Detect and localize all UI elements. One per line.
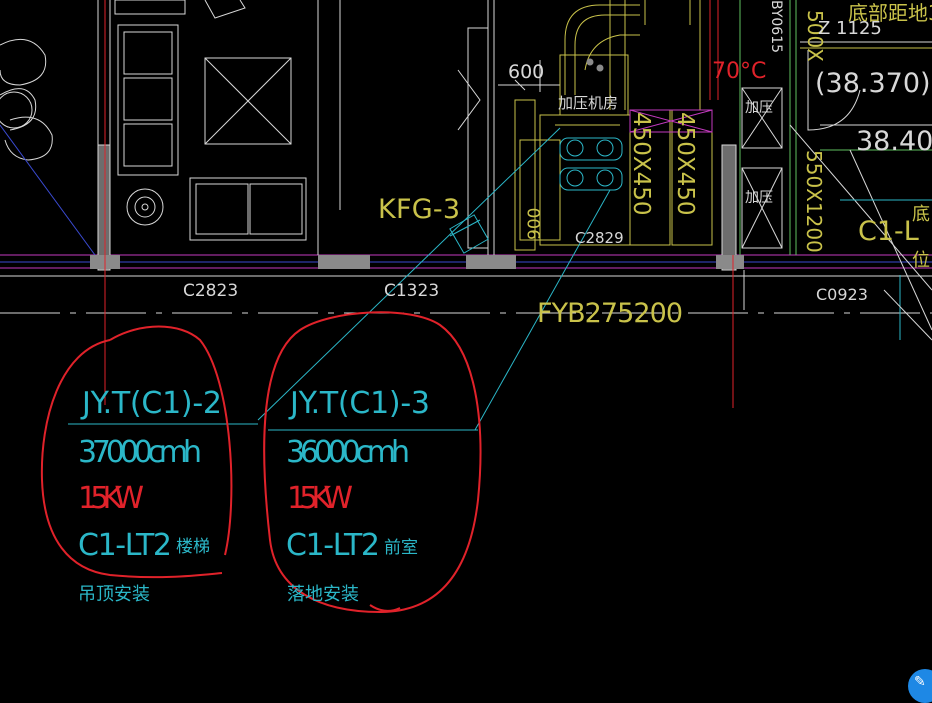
label-d900: 900 [525, 208, 545, 240]
label-c0923: C0923 [816, 285, 868, 304]
label-c2823: C2823 [183, 281, 238, 301]
label-c1-frag2: 位 [912, 250, 930, 271]
tag-left-install: 吊顶安装 [78, 584, 150, 605]
equipment-tag-left: JY.T(C1)-2 37000cmh 15KW C1-LT2 楼梯 吊顶安装 [78, 386, 222, 605]
tag-left-id: JY.T(C1)-2 [80, 386, 222, 421]
drawing-text: KFG-3 C2823 C1323 C0923 C2829 FYB275200 … [183, 0, 932, 329]
label-lvl2: 38.400 [856, 126, 932, 157]
label-dim450a: 450X450 [628, 112, 654, 216]
label-c2829: C2829 [575, 229, 624, 247]
tag-left-location: C1-LT2 [78, 528, 172, 563]
label-dim550: 550X1200 [802, 150, 826, 253]
tag-right-id: JY.T(C1)-3 [288, 386, 430, 421]
tag-right-location: C1-LT2 [286, 528, 380, 563]
label-70c: 70°C [712, 59, 766, 84]
floor-plan [0, 0, 932, 431]
label-kfg3: KFG-3 [378, 194, 460, 225]
markup-circle-right [263, 311, 482, 614]
label-c1323: C1323 [384, 281, 439, 301]
label-top-right: 底部距地300 [848, 1, 932, 25]
tag-right-location-suffix: 前室 [384, 538, 418, 558]
floating-action-button[interactable]: ✎ [908, 669, 932, 703]
markup-circles [40, 311, 482, 614]
label-dim450b: 450X450 [672, 112, 698, 216]
label-jiaya1: 加压 [745, 100, 773, 116]
tag-left-airflow: 37000cmh [78, 435, 202, 470]
label-z: Z 1125 [818, 18, 882, 39]
label-jiaya3: 加压机房 [558, 94, 618, 112]
tag-left-power: 15KW [78, 481, 144, 516]
tag-right-install: 落地安装 [287, 584, 359, 605]
label-dim600: 600 [508, 61, 544, 83]
markup-circle-left [40, 325, 233, 579]
label-c1-frag: 底 [912, 204, 930, 225]
label-by: BY0615 [768, 0, 784, 53]
label-c1l-right: C1-L [858, 216, 919, 247]
equipment-tag-right: JY.T(C1)-3 36000cmh 15KW C1-LT2 前室 落地安装 [286, 386, 430, 605]
label-fyb: FYB275200 [537, 298, 683, 329]
label-dim500: 500X [803, 10, 827, 62]
label-jiaya2: 加压 [745, 190, 773, 206]
tag-right-airflow: 36000cmh [286, 435, 410, 470]
tag-left-location-suffix: 楼梯 [176, 537, 210, 557]
pin-icon: ✎ [914, 674, 926, 690]
tag-right-power: 15KW [287, 481, 353, 516]
label-lvl1: (38.370) [815, 68, 931, 99]
